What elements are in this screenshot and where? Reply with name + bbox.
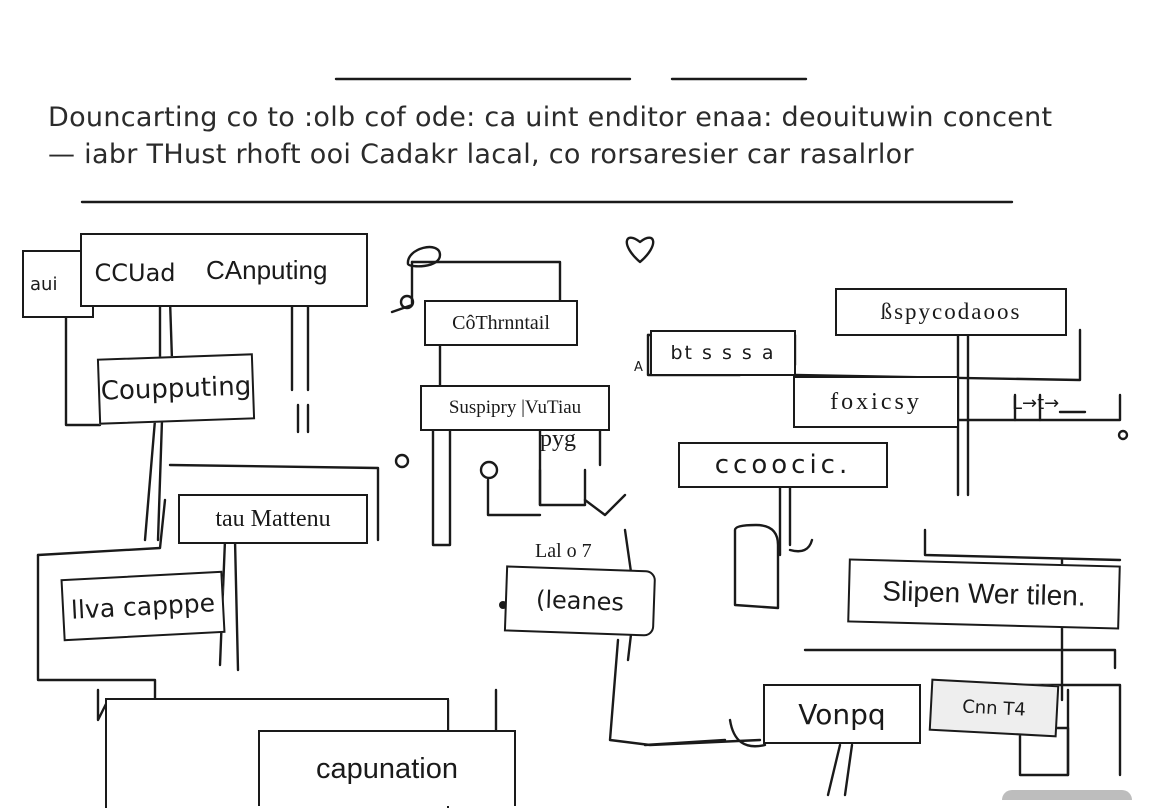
connector bbox=[290, 303, 310, 392]
espycodaoos-label: ßspycodaoos bbox=[880, 299, 1022, 324]
connector bbox=[168, 463, 380, 542]
caption-line-1: Douncarting co to :olb cof ode: ca uint … bbox=[48, 102, 1053, 133]
figure-doodle bbox=[733, 523, 780, 610]
connector bbox=[296, 403, 310, 434]
connector bbox=[583, 493, 627, 517]
lalog-label: Lal o 7 bbox=[535, 540, 592, 562]
ccuad-label-box: CCUad bbox=[84, 250, 186, 296]
connector bbox=[793, 328, 1082, 382]
slipen-box: Slipen Wer tilen. bbox=[847, 558, 1121, 630]
connector bbox=[96, 688, 110, 722]
coupputing-box: Coupputing bbox=[96, 353, 256, 425]
lvacappe-box: llva capppe bbox=[60, 570, 226, 642]
connector bbox=[788, 538, 814, 553]
cnnt-box: Cnn T4 bbox=[928, 678, 1060, 738]
lvacappe-label: llva capppe bbox=[70, 587, 216, 625]
heart-doodle bbox=[625, 236, 655, 264]
slipen-label: Slipen Wer tilen. bbox=[881, 575, 1087, 612]
box-doodle bbox=[538, 468, 587, 507]
connector bbox=[143, 418, 164, 542]
ccoocic-box: ccoocic. bbox=[678, 442, 888, 488]
connector bbox=[64, 313, 102, 427]
ccoocic-label: ccoocic. bbox=[714, 450, 852, 480]
btsssa-box: bt s s s a bbox=[650, 330, 796, 376]
caption-line-2: — iabr THust rhoft ooi Cadakr lacal, co … bbox=[48, 139, 914, 170]
suspipry-label: Suspipry |VuTiau bbox=[448, 397, 582, 418]
connector bbox=[36, 553, 157, 702]
a-mark-label: A bbox=[634, 360, 643, 375]
circle-doodle bbox=[479, 460, 499, 480]
connector bbox=[956, 330, 970, 497]
connector bbox=[608, 638, 762, 747]
foxicsy-box: foxicsy bbox=[793, 376, 959, 428]
mattenu-label: tau Mattenu bbox=[215, 505, 331, 532]
connector bbox=[826, 743, 854, 797]
capunation-label: capunation bbox=[316, 752, 458, 785]
leanes-label: (leanes bbox=[535, 585, 625, 617]
connector bbox=[643, 738, 727, 747]
suspipry-box: Suspipry |VuTiau bbox=[420, 385, 610, 431]
connector bbox=[446, 688, 498, 737]
pyg-label: pyg bbox=[540, 426, 576, 452]
cothrnntail-label: CôThrnntail bbox=[452, 311, 550, 334]
foxicsy-label: foxicsy bbox=[830, 388, 922, 415]
connector bbox=[168, 298, 174, 362]
coupputing-label: Coupputing bbox=[100, 371, 252, 407]
vonpq-box: Vonpq bbox=[763, 684, 921, 744]
canputing-box: CAnputing bbox=[80, 233, 368, 307]
connector bbox=[410, 260, 562, 307]
connector bbox=[956, 393, 1122, 422]
ccuad-label: CCUad bbox=[94, 259, 176, 287]
circle-doodle bbox=[1117, 429, 1129, 441]
vonpq-label: Vonpq bbox=[798, 697, 886, 731]
loop-doodle bbox=[406, 245, 442, 268]
connector bbox=[778, 486, 792, 557]
aui-label: aui bbox=[30, 273, 58, 295]
connector bbox=[486, 478, 542, 517]
connector bbox=[728, 718, 767, 748]
espycodaoos-box: ßspycodaoos bbox=[835, 288, 1067, 336]
eleu-label: L→t→ bbox=[1012, 393, 1060, 414]
connector bbox=[431, 428, 452, 547]
cnnt-label: Cnn T4 bbox=[961, 695, 1027, 721]
capunation-box: capunation bbox=[258, 730, 516, 806]
connector bbox=[36, 498, 167, 557]
leanes-box: (leanes bbox=[503, 565, 657, 637]
canputing-label: CAnputing bbox=[206, 254, 328, 285]
btsssa-label: bt s s s a bbox=[670, 342, 776, 364]
cothrnntail-box: CôThrnntail bbox=[424, 300, 578, 346]
corner-smudge bbox=[1002, 790, 1132, 800]
mattenu-box: tau Mattenu bbox=[178, 494, 368, 544]
connector bbox=[803, 648, 1117, 670]
connector bbox=[923, 528, 1122, 562]
circle-doodle bbox=[394, 453, 410, 469]
circle-doodle bbox=[399, 294, 415, 310]
mark-doodle bbox=[1013, 393, 1087, 422]
